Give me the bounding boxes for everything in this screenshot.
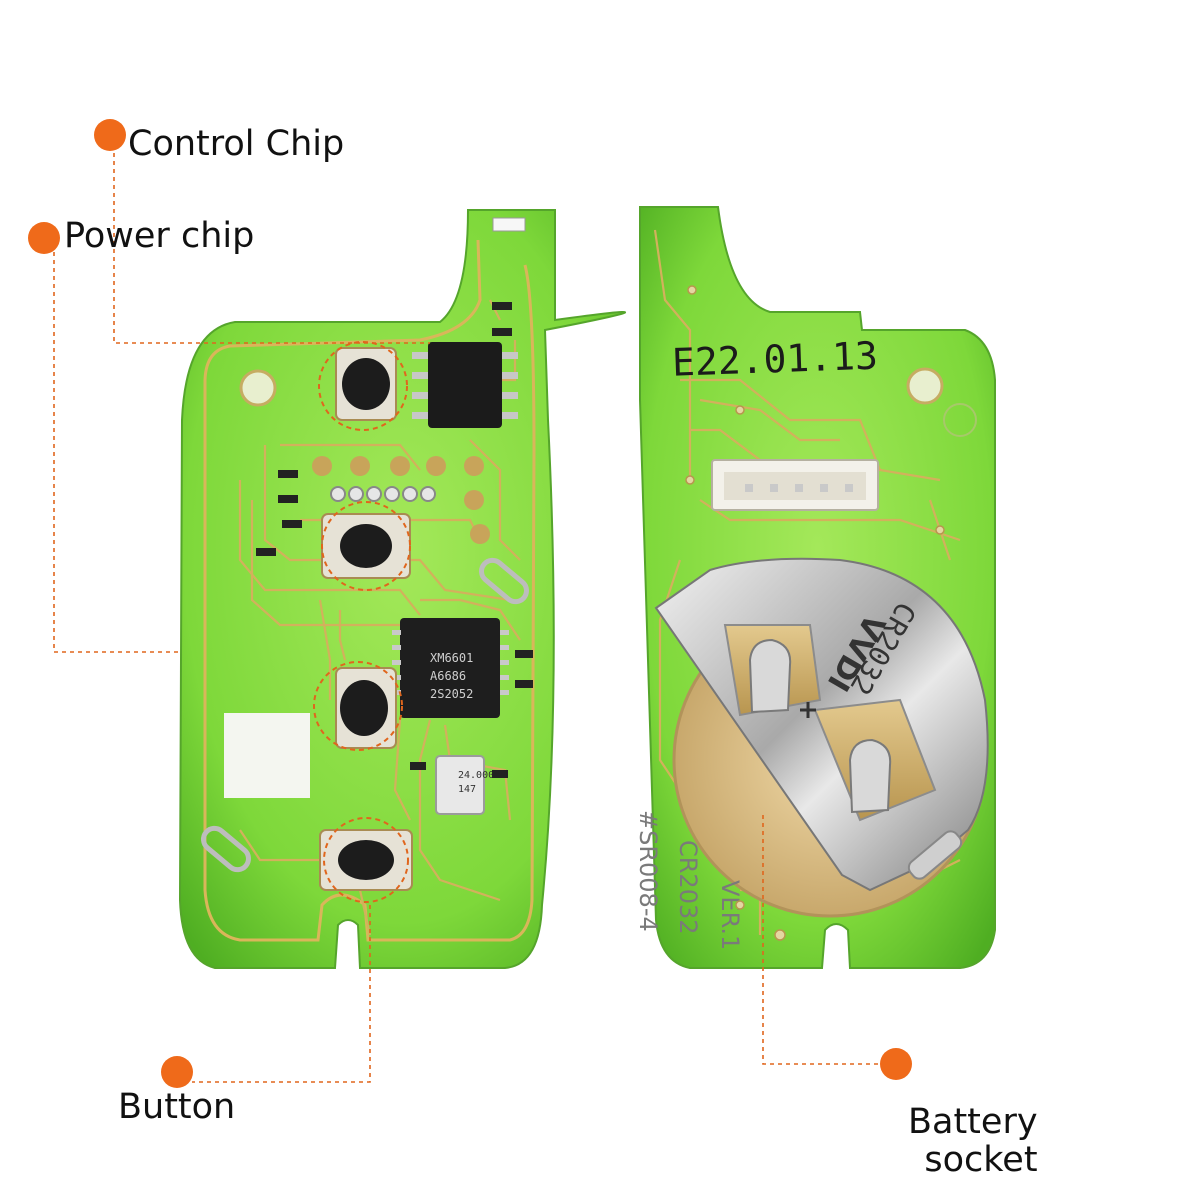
label-battery-socket: Battery socket [908, 1103, 1038, 1179]
tact-button-2 [321, 513, 411, 579]
left-pcb-board: XM6601 A6686 2S2052 24.000 147 [178, 209, 626, 969]
power-chip-line1: XM6601 [430, 651, 473, 665]
tact-button-4 [319, 829, 413, 891]
label-button: Button [118, 1087, 236, 1127]
right-mount-hole [906, 367, 944, 405]
pin-connector [711, 459, 879, 511]
power-chip-line2: A6686 [430, 669, 466, 683]
programming-pins [330, 486, 436, 502]
control-chip [412, 342, 518, 428]
crystal-line1: 24.000 [458, 770, 494, 781]
model-code: #SR008-4 [634, 810, 662, 932]
date-code: E22.01.13 [671, 334, 878, 385]
crystal-oscillator: 24.000 147 [435, 755, 494, 815]
battery-socket: CR2032 VVDI [654, 557, 989, 918]
right-pcb-board: E22.01.13 [634, 206, 996, 969]
white-label-patch [224, 713, 310, 798]
label-control-chip: Control Chip [128, 124, 345, 164]
left-mount-hole [239, 369, 277, 407]
power-chip-line3: 2S2052 [430, 687, 473, 701]
power-chip: XM6601 A6686 2S2052 [392, 618, 509, 718]
tact-button-3 [335, 667, 397, 749]
crystal-line2: 147 [458, 784, 476, 795]
callout-dot-power [28, 222, 60, 254]
battery-type: CR2032 [674, 840, 702, 935]
callout-dot-battery [880, 1048, 912, 1080]
callout-dot-button [161, 1056, 193, 1088]
version-code: VER.1 [716, 880, 744, 950]
label-power-chip: Power chip [64, 216, 255, 256]
tact-button-1 [335, 347, 397, 421]
label-battery-line2: socket [924, 1140, 1038, 1180]
callout-dot-control [94, 119, 126, 151]
label-battery-line1: Battery [908, 1102, 1038, 1142]
